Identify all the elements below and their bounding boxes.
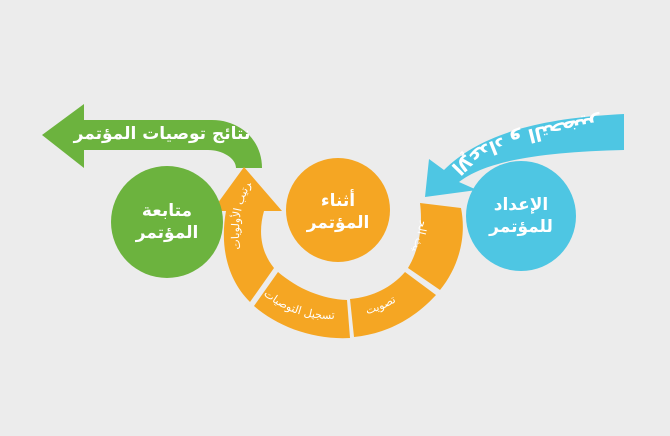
prep-circle-line1: الإعداد [494, 195, 548, 215]
followup-arrow-label: نتائج توصيات المؤتمر [73, 124, 251, 144]
arc-segment-record-recommendations [254, 272, 350, 339]
prep-circle: الإعداد للمؤتمر [466, 161, 576, 271]
followup-circle-shape [111, 166, 223, 278]
during-circle: أثناء المؤتمر [286, 158, 390, 262]
followup-circle-line1: متابعة [142, 201, 192, 221]
prep-circle-line2: للمؤتمر [488, 217, 553, 237]
prep-circle-shape [466, 161, 576, 271]
during-circle-shape [286, 158, 390, 262]
followup-circle-line2: المؤتمر [135, 223, 199, 243]
during-circle-line1: أثناء [321, 189, 355, 211]
arc-segment-priorities [212, 167, 282, 302]
followup-arrow: نتائج توصيات المؤتمر [42, 104, 262, 168]
arc-segment-vote [350, 272, 436, 337]
followup-circle: متابعة المؤتمر [111, 166, 223, 278]
during-circle-line2: المؤتمر [306, 213, 370, 233]
followup-arrow-shape [42, 104, 262, 168]
arc-segment-live-stream [408, 203, 463, 290]
prep-arrow-shape [425, 114, 624, 197]
